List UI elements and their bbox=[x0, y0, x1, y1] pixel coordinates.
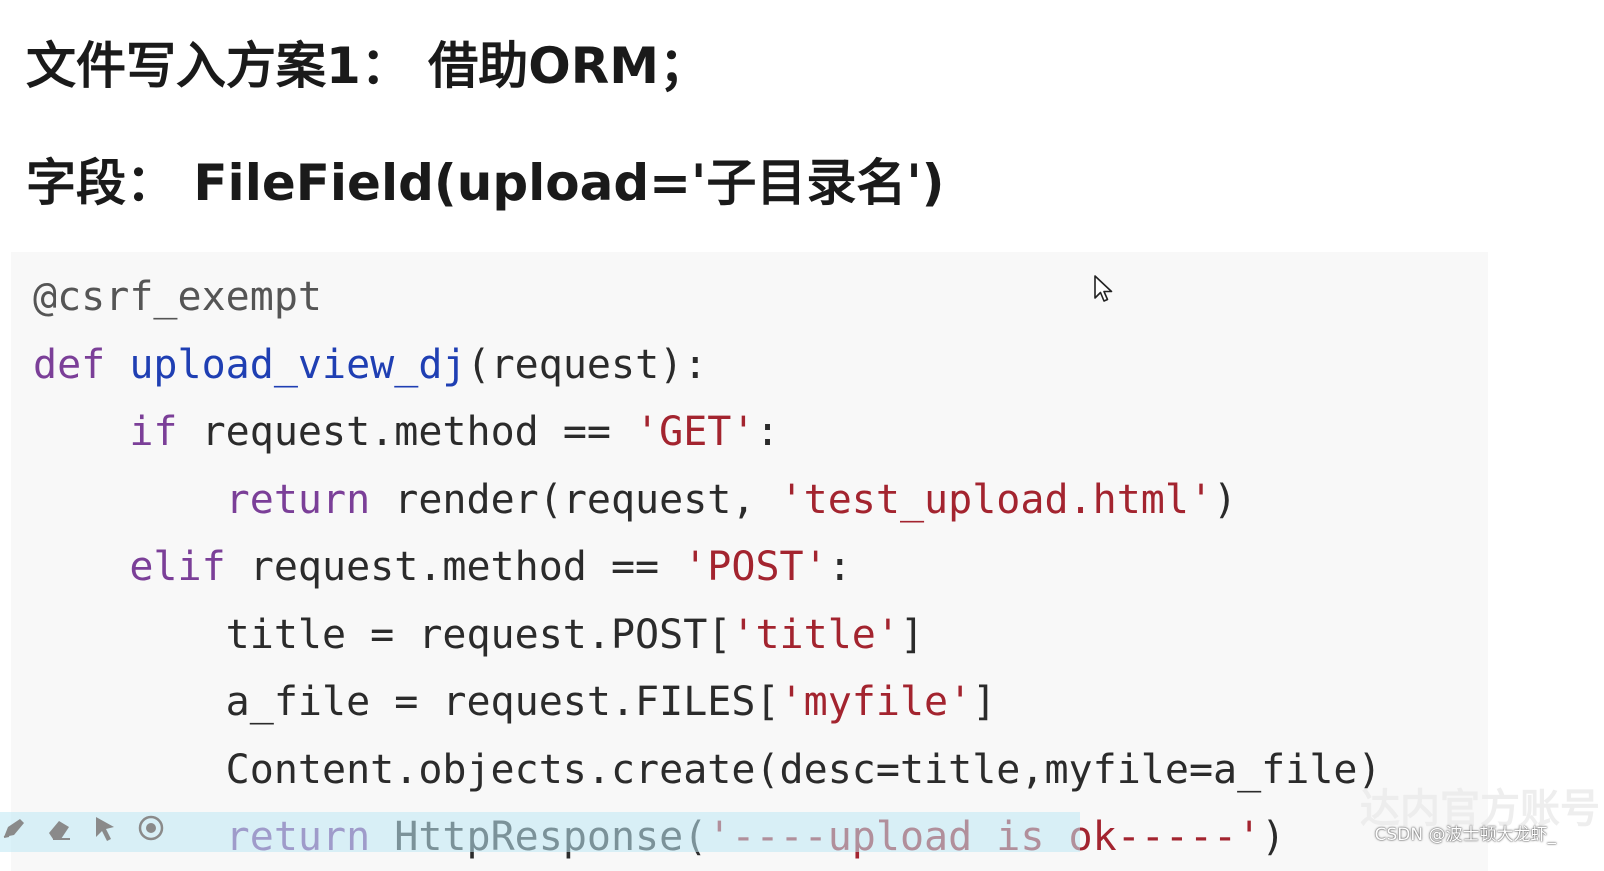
code-token: request.method == bbox=[177, 409, 636, 455]
code-token: 'GET' bbox=[635, 409, 756, 455]
code-token: ) bbox=[1261, 814, 1286, 860]
pointer-icon[interactable] bbox=[90, 813, 120, 843]
code-line: elif request.method == 'POST': bbox=[33, 534, 1382, 602]
code-line: @csrf_exempt bbox=[33, 264, 1382, 332]
code-token: ] bbox=[972, 679, 997, 725]
code-token bbox=[33, 409, 129, 455]
code-token: a_file = request.FILES[ bbox=[33, 679, 780, 725]
code-line: a_file = request.FILES['myfile'] bbox=[33, 669, 1382, 737]
code-token: title = request.POST[ bbox=[33, 611, 732, 658]
slide-heading-orm: 文件写入方案1： 借助ORM； bbox=[26, 37, 709, 95]
code-token: elif bbox=[129, 544, 226, 590]
pen-icon[interactable] bbox=[0, 813, 30, 843]
code-line: Content.objects.create(desc=title,myfile… bbox=[33, 737, 1382, 805]
code-token: render(request, bbox=[370, 476, 780, 523]
code-token bbox=[33, 477, 226, 523]
code-token: request.method == bbox=[225, 544, 684, 590]
code-token: 'title' bbox=[731, 611, 900, 658]
code-token: @csrf_exempt bbox=[33, 274, 322, 320]
code-token: ] bbox=[899, 611, 925, 658]
code-token: 'test_upload.html' bbox=[779, 476, 1214, 523]
annotation-toolbar-bg bbox=[0, 812, 1080, 852]
code-line: def upload_view_dj(request): bbox=[33, 332, 1382, 400]
watermark-ghost: 达内官方账号 bbox=[1360, 786, 1600, 832]
code-token: return bbox=[225, 476, 371, 523]
code-token: (request): bbox=[466, 341, 708, 388]
code-token: : bbox=[755, 409, 780, 455]
code-token: 'POST' bbox=[683, 544, 828, 590]
code-token: 'myfile' bbox=[779, 679, 973, 725]
mouse-cursor-icon bbox=[1094, 275, 1113, 302]
slide-heading-filefield: 字段： FileField(upload='子目录名') bbox=[26, 154, 945, 212]
code-line: if request.method == 'GET': bbox=[33, 399, 1382, 467]
annotation-toolbar bbox=[0, 800, 1380, 871]
code-token: Content.objects.create(desc=title,myfile… bbox=[33, 746, 1382, 793]
code-line: return render(request, 'test_upload.html… bbox=[33, 467, 1382, 535]
code-token: upload_view_dj bbox=[129, 341, 467, 388]
code-token: ) bbox=[1213, 476, 1238, 523]
csdn-watermark: CSDN @波士顿大龙虾_ bbox=[1374, 825, 1556, 845]
code-token bbox=[33, 544, 129, 590]
code-line: title = request.POST['title'] bbox=[33, 602, 1382, 670]
code-token: : bbox=[827, 544, 852, 590]
code-token bbox=[105, 342, 129, 388]
code-token: def bbox=[33, 341, 106, 388]
code-token: if bbox=[129, 409, 178, 455]
eraser-icon[interactable] bbox=[44, 813, 74, 843]
record-icon[interactable] bbox=[136, 813, 166, 843]
